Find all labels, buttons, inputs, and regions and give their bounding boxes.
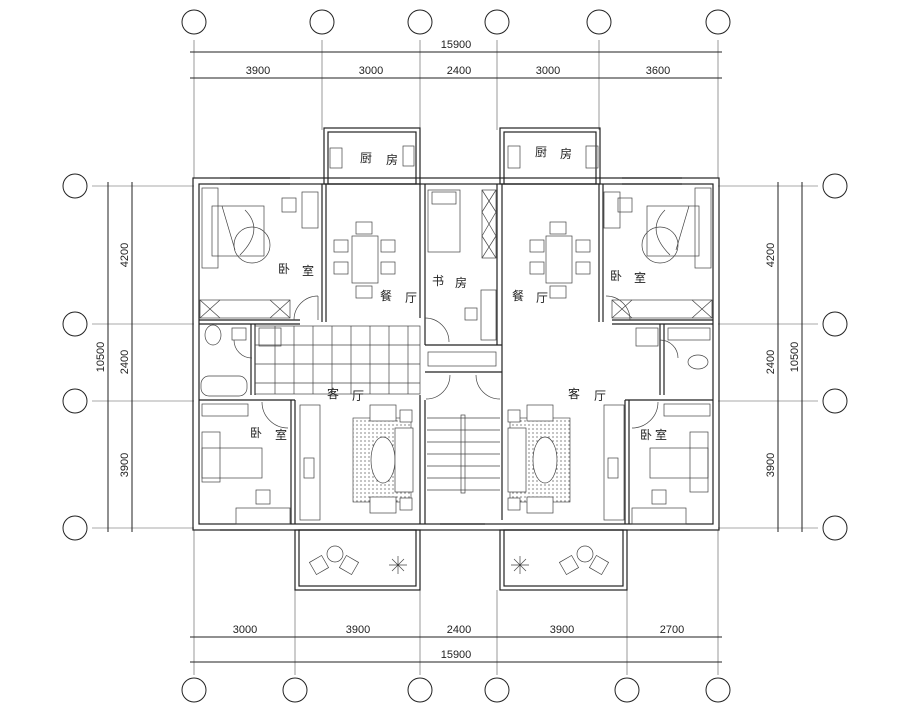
- room-label-bedroom-bl-2: 室: [275, 427, 287, 442]
- dim-top-3: 2400: [447, 65, 471, 77]
- walls: [192, 127, 720, 591]
- dim-bottom-total: 15900: [441, 649, 472, 661]
- room-label-bedroom-bl-1: 卧: [250, 426, 262, 440]
- dim-left-3: 3900: [119, 453, 131, 477]
- dim-bottom-2: 3900: [346, 624, 370, 636]
- room-label-living-left-1: 客: [327, 386, 339, 401]
- room-label-living-left-2: 厅: [352, 389, 364, 403]
- dim-top-5: 3600: [646, 65, 670, 77]
- tiled-floor: [254, 325, 421, 395]
- axis-lines: [92, 40, 818, 675]
- furniture-right: [507, 145, 713, 576]
- room-label-bedroom-tl-2: 室: [302, 263, 314, 278]
- room-label-kitchen-left-2: 房: [386, 152, 398, 167]
- dim-bottom-5: 2700: [660, 624, 684, 636]
- dim-right-3: 3900: [765, 453, 777, 477]
- room-label-kitchen-right-1: 厨: [535, 145, 547, 159]
- dim-bottom-4: 3900: [550, 624, 574, 636]
- room-label-bedroom-br-1: 卧: [640, 428, 652, 442]
- dim-top-total: 15900: [441, 39, 472, 51]
- dim-right-1: 4200: [765, 243, 777, 267]
- staircase: [427, 351, 500, 494]
- dim-bottom-1: 3000: [233, 624, 257, 636]
- room-label-dining-left-2: 厅: [405, 291, 417, 305]
- room-label-living-right-2: 厅: [594, 389, 606, 403]
- room-label-study-2: 房: [455, 275, 467, 290]
- room-label-study-1: 书: [432, 274, 444, 288]
- room-label-bedroom-tr-1: 卧: [610, 269, 622, 283]
- dim-top-2: 3000: [359, 65, 383, 77]
- room-label-bedroom-tl-1: 卧: [278, 262, 290, 276]
- room-label-dining-left-1: 餐: [380, 288, 392, 303]
- dim-bottom-3: 2400: [447, 624, 471, 636]
- furniture-study: [427, 189, 497, 341]
- room-label-dining-right-2: 厅: [536, 291, 548, 305]
- dim-left-1: 4200: [119, 243, 131, 267]
- dim-left-total: 10500: [95, 342, 107, 373]
- room-label-kitchen-left-1: 厨: [360, 151, 372, 165]
- dim-left-2: 2400: [119, 350, 131, 374]
- doors: [233, 295, 679, 429]
- dim-top-1: 3900: [246, 65, 270, 77]
- dim-right-total: 10500: [789, 342, 801, 373]
- room-label-bedroom-br-2: 室: [655, 427, 667, 442]
- dim-right-2: 2400: [765, 350, 777, 374]
- room-label-dining-right-1: 餐: [512, 288, 524, 303]
- dimension-lines: [107, 51, 803, 663]
- dim-top-4: 3000: [536, 65, 560, 77]
- furniture-left: [199, 145, 415, 576]
- room-label-kitchen-right-2: 房: [560, 146, 572, 161]
- room-label-bedroom-tr-2: 室: [634, 270, 646, 285]
- axis-bubbles: [62, 9, 848, 703]
- room-label-living-right-1: 客: [568, 386, 580, 401]
